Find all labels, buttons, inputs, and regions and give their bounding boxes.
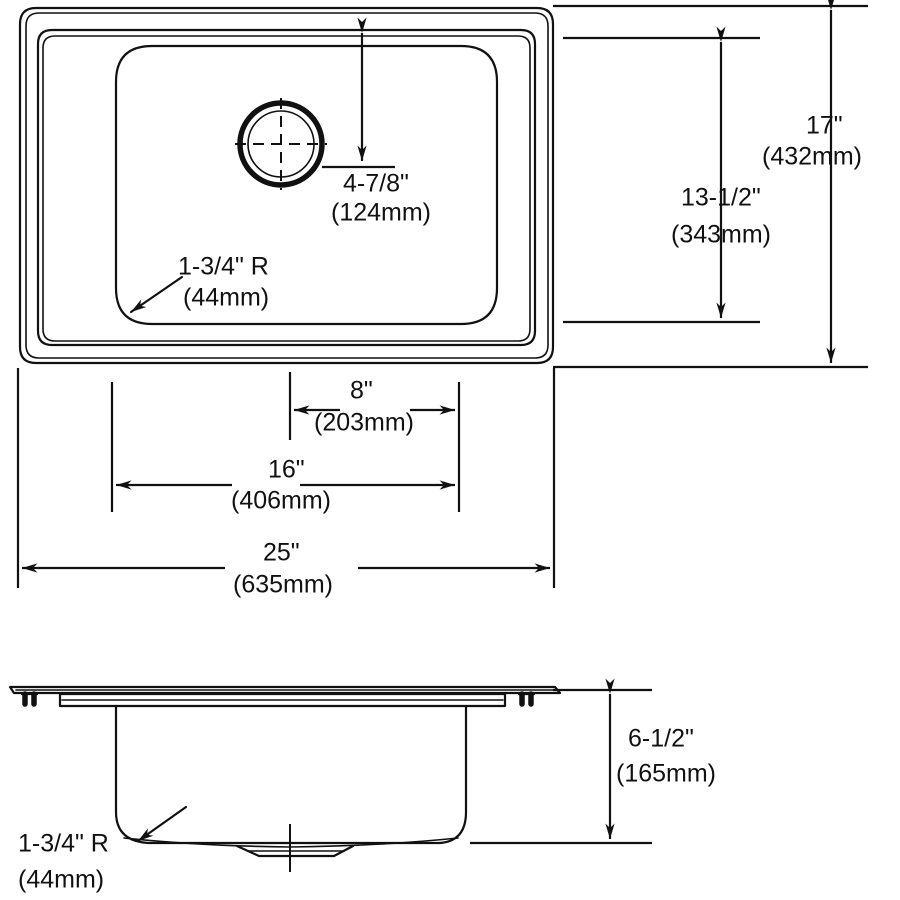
dim-bowl-height-group: 6-1/2" (165mm): [605, 678, 716, 839]
section-rim-underside: [58, 692, 507, 708]
dim-overall-depth-imperial: 17": [806, 112, 843, 140]
dim-overall-depth-metric: (432mm): [762, 143, 862, 171]
dim-corner-radius-section-leader: [136, 805, 188, 843]
dim-drain-offset-imperial: 4-7/8": [343, 170, 409, 198]
mounting-clip-left-icon: [20, 691, 39, 707]
plan-view-group: 4-7/8" (124mm) 1-3/4" R (44mm) 17" (432m…: [16, 0, 868, 599]
dim-drain-to-edge-imperial: 8": [350, 377, 373, 405]
dim-corner-radius-section-imperial: 1-3/4" R: [18, 830, 109, 858]
dim-overall-depth-group: 17" (432mm): [762, 0, 862, 363]
sink-inner-rim-inner-edge: [42, 35, 531, 342]
dim-drain-offset-metric: (124mm): [331, 199, 431, 227]
section-view-group: 1-3/4" R (44mm) 6-1/2" (165mm): [8, 678, 716, 894]
dim-corner-radius-plan-leader: [129, 275, 184, 314]
dim-overall-width-imperial: 25": [263, 539, 300, 567]
dim-bowl-depth-metric: (343mm): [671, 221, 771, 249]
drain-hole-group: [235, 98, 327, 190]
dim-drain-to-edge-metric: (203mm): [314, 409, 414, 437]
section-bowl-profile: [114, 704, 468, 845]
sink-bowl-opening-outline: [114, 44, 499, 326]
dim-bowl-depth-imperial: 13-1/2": [681, 184, 761, 212]
dim-bowl-width-metric: (406mm): [231, 487, 331, 515]
dim-overall-width-metric: (635mm): [233, 571, 333, 599]
dim-bowl-depth-group: 13-1/2" (343mm): [671, 26, 771, 318]
mounting-clip-right-icon: [517, 691, 536, 707]
dim-bowl-height-imperial: 6-1/2": [628, 725, 694, 753]
dim-corner-radius-section-group: 1-3/4" R (44mm): [18, 805, 188, 894]
dim-corner-radius-plan-group: 1-3/4" R (44mm): [129, 253, 269, 314]
sink-inner-rim-outline: [36, 28, 537, 347]
dim-drain-offset-group: 4-7/8" (124mm): [322, 17, 431, 227]
dim-corner-radius-plan-imperial: 1-3/4" R: [178, 253, 269, 281]
dim-bowl-width-imperial: 16": [268, 456, 305, 484]
dim-bowl-width-group: 16" (406mm): [116, 456, 455, 515]
sink-outer-rim-outline: [18, 6, 555, 365]
dim-drain-to-edge-group: 8" (203mm): [294, 377, 455, 437]
dim-bowl-height-metric: (165mm): [616, 760, 716, 788]
sink-outer-rim-inner-edge: [25, 12, 549, 359]
dim-corner-radius-plan-metric: (44mm): [183, 284, 269, 312]
dim-corner-radius-section-metric: (44mm): [18, 866, 104, 894]
section-rim-top-plate: [8, 685, 562, 695]
dim-overall-width-group: 25" (635mm): [22, 539, 550, 599]
